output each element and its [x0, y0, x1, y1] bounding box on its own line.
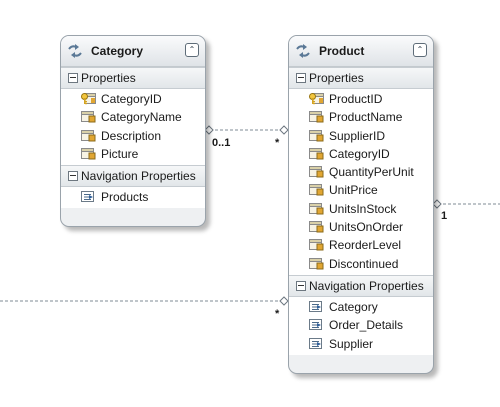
navigation-property-name: Order_Details — [329, 318, 404, 333]
multiplicity-product-right-end: 1 — [441, 210, 448, 222]
property-name: ProductName — [329, 110, 403, 125]
property-icon — [309, 220, 324, 233]
navigation-property-icon — [309, 337, 324, 350]
multiplicity-product-end: * — [275, 137, 280, 149]
property-icon — [309, 183, 324, 196]
property-row[interactable]: UnitPrice — [289, 181, 433, 199]
property-name: CategoryName — [101, 110, 182, 125]
navigation-property-name: Supplier — [329, 336, 374, 351]
property-row[interactable]: CategoryName — [61, 108, 205, 126]
property-icon — [309, 165, 324, 178]
property-row[interactable]: CategoryID — [61, 90, 205, 108]
section-label: Properties — [81, 71, 136, 85]
property-row[interactable]: Picture — [61, 145, 205, 163]
property-icon — [309, 129, 324, 142]
property-name: ReorderLevel — [329, 238, 402, 253]
collapse-toggle-icon[interactable] — [68, 73, 78, 83]
entity-type-icon — [68, 44, 82, 58]
entity-type-icon — [296, 44, 310, 58]
property-name: Discontinued — [329, 256, 399, 271]
connector-diamond-category[interactable] — [204, 125, 214, 135]
collapse-toggle-icon[interactable] — [68, 171, 78, 182]
property-icon — [81, 110, 96, 123]
section-label: Navigation Properties — [81, 169, 196, 184]
property-icon — [81, 147, 96, 160]
navigation-property-name: Products — [101, 190, 149, 205]
section-label: Navigation Properties — [309, 278, 424, 293]
navigation-property-icon — [309, 318, 324, 331]
collapse-icon[interactable]: ⌃ — [413, 43, 427, 57]
property-row[interactable]: QuantityPerUnit — [289, 163, 433, 181]
navigation-section-header[interactable]: Navigation Properties — [289, 274, 433, 297]
property-name: UnitsInStock — [329, 201, 397, 216]
multiplicity-product-left-end: * — [275, 308, 280, 320]
entity-title: Category — [91, 44, 144, 58]
property-name: UnitsOnOrder — [329, 220, 404, 235]
navigation-property-row[interactable]: Order_Details — [289, 316, 433, 334]
entity-header[interactable]: Product ⌃ — [289, 36, 433, 67]
connector-diamond-product-right[interactable] — [432, 199, 442, 209]
navigation-property-row[interactable]: Products — [61, 188, 205, 206]
section-label: Properties — [309, 71, 364, 85]
property-row[interactable]: Discontinued — [289, 255, 433, 273]
property-name: SupplierID — [329, 128, 386, 143]
entity-title: Product — [319, 44, 365, 58]
multiplicity-category-end: 0..1 — [212, 137, 231, 149]
property-row[interactable]: ProductID — [289, 90, 433, 108]
property-icon — [309, 110, 324, 123]
property-name: ProductID — [329, 92, 383, 106]
collapse-icon[interactable]: ⌃ — [185, 43, 199, 57]
property-icon — [81, 129, 96, 142]
property-row[interactable]: Description — [61, 127, 205, 145]
property-name: UnitPrice — [329, 183, 378, 198]
connector-diamond-product-left-bottom[interactable] — [279, 296, 289, 306]
navigation-section-header[interactable]: Navigation Properties — [61, 165, 205, 188]
property-row[interactable]: SupplierID — [289, 127, 433, 145]
property-row[interactable]: UnitsOnOrder — [289, 218, 433, 236]
property-row[interactable]: ProductName — [289, 108, 433, 126]
property-name: QuantityPerUnit — [329, 165, 414, 180]
property-icon — [309, 257, 324, 270]
property-row[interactable]: CategoryID — [289, 145, 433, 163]
properties-section-header[interactable]: Properties — [289, 67, 433, 89]
property-name: Description — [101, 128, 162, 143]
property-row[interactable]: UnitsInStock — [289, 200, 433, 218]
property-icon — [309, 238, 324, 251]
collapse-toggle-icon[interactable] — [296, 280, 306, 291]
key-property-icon — [309, 92, 324, 105]
connector-diamond-product-left-top[interactable] — [279, 125, 289, 135]
navigation-property-row[interactable]: Supplier — [289, 335, 433, 353]
navigation-property-name: Category — [329, 299, 378, 314]
entity-product[interactable]: Product ⌃ Properties ProductID ProductNam… — [288, 35, 434, 374]
property-name: CategoryID — [101, 92, 162, 106]
property-icon — [309, 147, 324, 160]
navigation-property-row[interactable]: Category — [289, 298, 433, 316]
entity-header[interactable]: Category ⌃ — [61, 36, 205, 67]
key-property-icon — [81, 92, 96, 105]
property-name: CategoryID — [329, 146, 390, 161]
navigation-property-icon — [309, 300, 324, 313]
navigation-list: Products — [61, 187, 205, 209]
navigation-property-icon — [81, 190, 96, 203]
property-row[interactable]: ReorderLevel — [289, 236, 433, 254]
property-icon — [309, 202, 324, 215]
property-name: Picture — [101, 146, 139, 161]
properties-section-header[interactable]: Properties — [61, 67, 205, 89]
collapse-toggle-icon[interactable] — [296, 73, 306, 83]
